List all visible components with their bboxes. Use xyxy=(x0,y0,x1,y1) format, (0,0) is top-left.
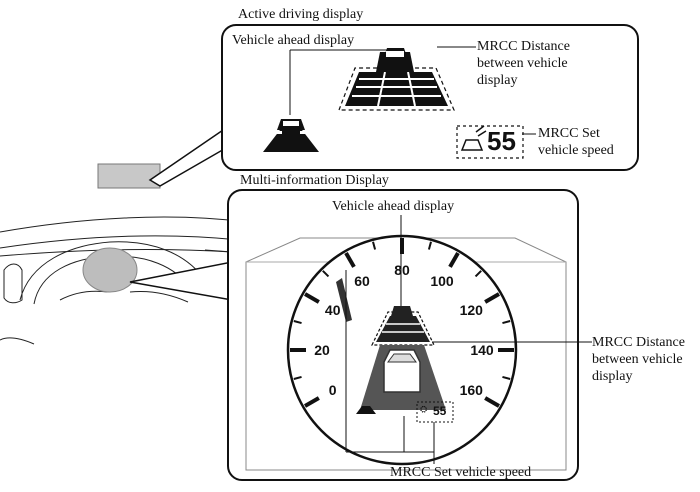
major-tick xyxy=(344,252,356,268)
set-speed-box xyxy=(456,125,524,159)
minor-tick xyxy=(502,320,511,325)
mrcc-icon xyxy=(460,125,487,151)
active-display-title: Active driving display xyxy=(238,7,364,22)
center-road-graphic xyxy=(360,306,446,410)
minor-tick xyxy=(427,241,432,250)
speed-label: 120 xyxy=(459,302,483,318)
speed-label: 100 xyxy=(430,272,454,289)
active-display-callout xyxy=(148,24,639,187)
multi-info-title: Multi-information Display xyxy=(240,173,389,188)
speed-label: 0 xyxy=(328,382,337,398)
speedometer-ticks xyxy=(290,238,514,408)
speed-label: 160 xyxy=(459,382,483,398)
minor-tick xyxy=(293,320,302,325)
speed-label: 80 xyxy=(394,262,410,278)
minor-tick xyxy=(293,375,302,380)
active-vehicle-ahead-label: Vehicle ahead display xyxy=(232,33,355,48)
major-tick xyxy=(484,292,500,304)
display-highlight-circle xyxy=(82,247,138,293)
multi-vehicle-ahead-label: Vehicle ahead display xyxy=(332,199,455,214)
minor-tick xyxy=(502,375,511,380)
multi-distance-label: MRCC Distance between vehicle display xyxy=(592,335,685,384)
major-tick xyxy=(484,396,500,408)
speed-label: 40 xyxy=(324,302,341,318)
vehicle-ahead-icon xyxy=(263,119,319,152)
vehicle-icon-small xyxy=(356,406,376,414)
multi-set-speed-label: MRCC Set vehicle speed xyxy=(390,465,532,480)
major-tick xyxy=(304,292,320,304)
speed-label: 20 xyxy=(314,342,330,358)
active-set-speed-value: 55 xyxy=(487,126,516,156)
distance-display-graphic xyxy=(338,48,455,111)
multi-info-callout xyxy=(129,189,592,481)
speed-label: 140 xyxy=(470,342,494,358)
hud-highlight-box xyxy=(97,163,161,189)
minor-tick xyxy=(474,270,482,278)
multi-set-speed-value: 55 xyxy=(433,404,447,418)
major-tick xyxy=(304,396,320,408)
active-distance-label: MRCC Distance between vehicle display xyxy=(477,39,570,88)
set-speed-box-small xyxy=(416,401,454,423)
speed-label: 60 xyxy=(354,272,370,289)
mrcc-icon-small: ⛭ xyxy=(420,405,428,415)
major-tick xyxy=(448,252,460,268)
minor-tick xyxy=(372,241,377,250)
active-set-speed-label: MRCC Set vehicle speed xyxy=(538,126,614,158)
speedometer-needle xyxy=(336,278,352,322)
minor-tick xyxy=(322,270,330,278)
